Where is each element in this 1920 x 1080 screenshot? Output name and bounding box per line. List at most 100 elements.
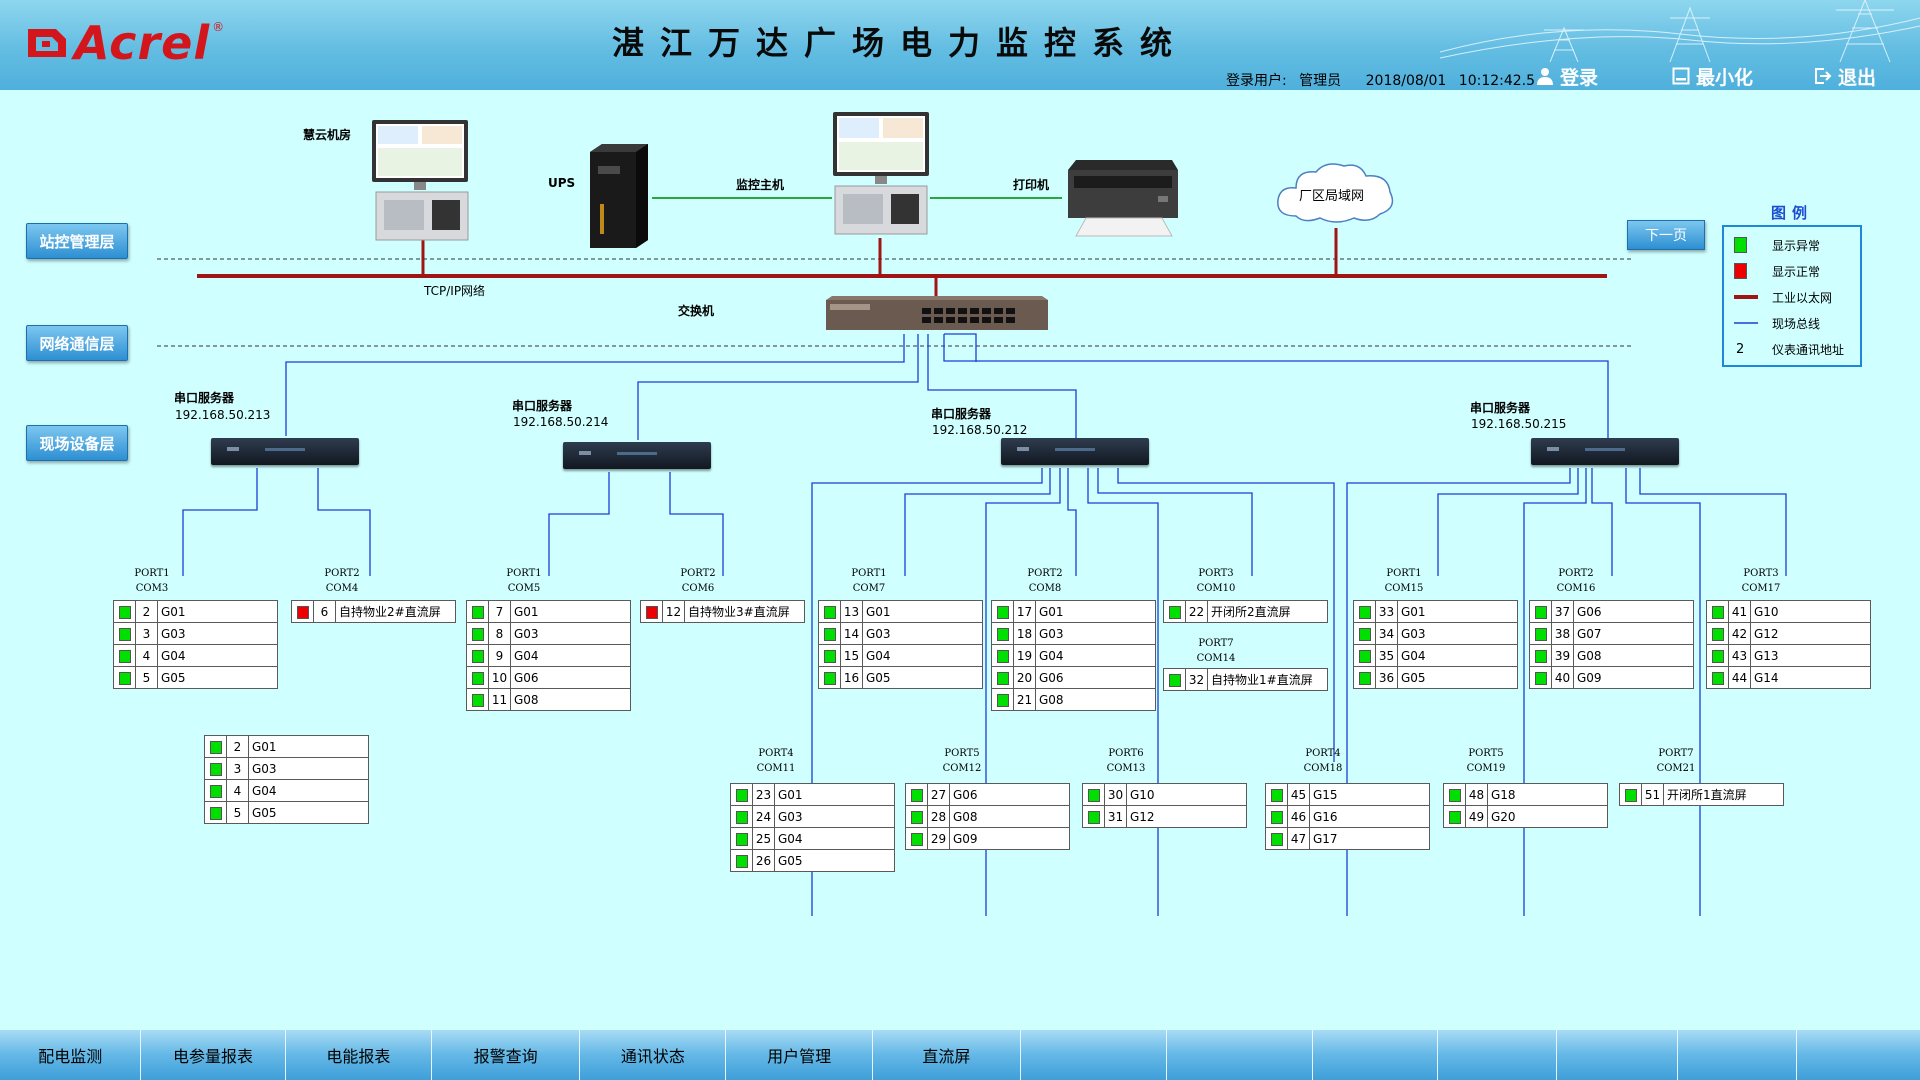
layer-field-button[interactable]: 现场设备层: [26, 425, 128, 461]
serial-server-1[interactable]: [211, 438, 359, 465]
tab-empty[interactable]: [1557, 1030, 1679, 1080]
lan-label: 厂区局域网: [1299, 189, 1365, 204]
tab-empty[interactable]: [1313, 1030, 1439, 1080]
tab-user-management[interactable]: 用户管理: [726, 1030, 873, 1080]
exit-button[interactable]: 退出: [1814, 64, 1876, 89]
meter-status-cell: [1619, 783, 1642, 806]
login-button[interactable]: 登录: [1536, 64, 1598, 89]
meter-name: G07: [1573, 622, 1694, 645]
tab-communication-status[interactable]: 通讯状态: [580, 1030, 727, 1080]
tab-empty[interactable]: [1021, 1030, 1168, 1080]
green-status-icon: [1358, 649, 1371, 663]
tab-empty[interactable]: [1167, 1030, 1314, 1080]
green-status-icon: [118, 671, 131, 685]
tab-empty[interactable]: [1797, 1030, 1920, 1080]
tab-energy-report[interactable]: 电能报表: [286, 1030, 432, 1080]
layer-network-button[interactable]: 网络通信层: [26, 325, 128, 361]
tab-empty[interactable]: [1678, 1030, 1798, 1080]
meter-name: G08: [510, 688, 631, 711]
meter-status-cell: [1706, 666, 1729, 689]
tab-empty[interactable]: [1438, 1030, 1558, 1080]
legend-item: 显示异常: [1734, 235, 1820, 255]
meter-name: G01: [248, 735, 369, 758]
serial-server-2[interactable]: [563, 442, 711, 469]
next-page-button[interactable]: 下一页: [1627, 220, 1705, 250]
tab-electrical-params-report[interactable]: 电参量报表: [141, 1030, 286, 1080]
tab-power-monitoring[interactable]: 配电监测: [0, 1030, 142, 1080]
minimize-icon: [1672, 67, 1690, 85]
meter-status-cell: [1082, 783, 1105, 806]
minimize-button[interactable]: 最小化: [1672, 64, 1753, 89]
serial-server-4[interactable]: [1531, 438, 1679, 465]
meter-status-cell: [1353, 622, 1376, 645]
green-status-icon: [209, 806, 222, 820]
meter-status-cell: [905, 805, 928, 828]
green-status-icon: [1448, 788, 1461, 802]
red-status-icon: [645, 605, 658, 619]
tab-alarm-query[interactable]: 报警查询: [432, 1030, 581, 1080]
layer-station-button[interactable]: 站控管理层: [26, 223, 128, 259]
meter-name: G20: [1487, 805, 1608, 828]
meter-name: G01: [1397, 600, 1518, 623]
serial-server-3[interactable]: [1001, 438, 1149, 465]
green-status-icon: [471, 627, 484, 641]
meter-name: G05: [157, 666, 278, 689]
tab-dc-panel[interactable]: 直流屏: [873, 1030, 1021, 1080]
green-status-icon: [996, 627, 1009, 641]
